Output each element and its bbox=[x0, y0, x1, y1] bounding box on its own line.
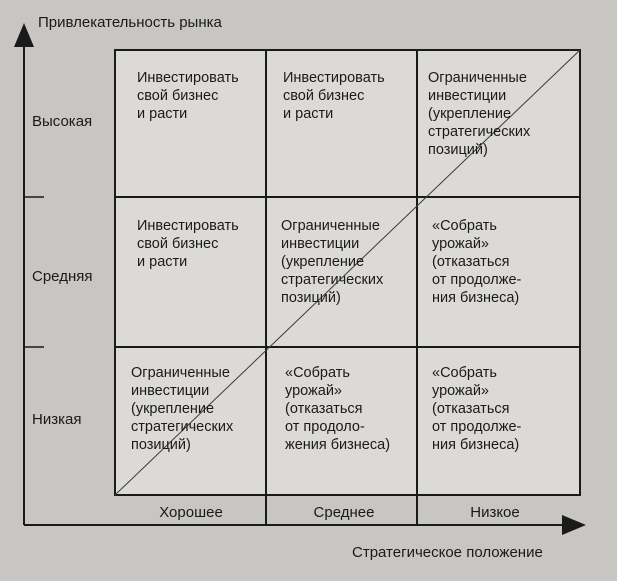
matrix-diagonal bbox=[114, 49, 581, 496]
y-axis-title: Привлекательность рынка bbox=[38, 14, 222, 31]
matrix-cell-low-low: «Собрать урожай» (отказаться от продолже… bbox=[432, 365, 522, 453]
matrix-cell-low-medium: «Собрать урожай» (отказаться от продоло-… bbox=[285, 365, 391, 453]
matrix-cell-medium-medium: Ограниченные инвестиции (укрепление стра… bbox=[281, 218, 384, 306]
x-axis-title: Стратегическое положение bbox=[352, 544, 543, 561]
col-label-low: Низкое bbox=[470, 504, 520, 521]
row-label-high: Высокая bbox=[32, 113, 93, 130]
col-label-good: Хорошее bbox=[159, 504, 223, 521]
matrix-frame bbox=[114, 49, 581, 496]
matrix-cell-medium-good: Инвестировать свой бизнес и расти bbox=[137, 218, 239, 270]
row-label-low: Низкая bbox=[32, 411, 82, 428]
matrix-cell-high-low: Ограниченные инвестиции (укрепление стра… bbox=[428, 70, 531, 158]
matrix-cell-high-medium: Инвестировать свой бизнес и расти bbox=[283, 70, 385, 122]
matrix-cell-high-good: Инвестировать свой бизнес и расти bbox=[137, 70, 239, 122]
col-label-medium: Среднее bbox=[313, 504, 375, 521]
matrix-cell-medium-low: «Собрать урожай» (отказаться от продолже… bbox=[432, 218, 522, 306]
matrix-cell-low-good: Ограниченные инвестиции (укрепление стра… bbox=[131, 365, 234, 453]
row-label-medium: Средняя bbox=[32, 268, 93, 285]
